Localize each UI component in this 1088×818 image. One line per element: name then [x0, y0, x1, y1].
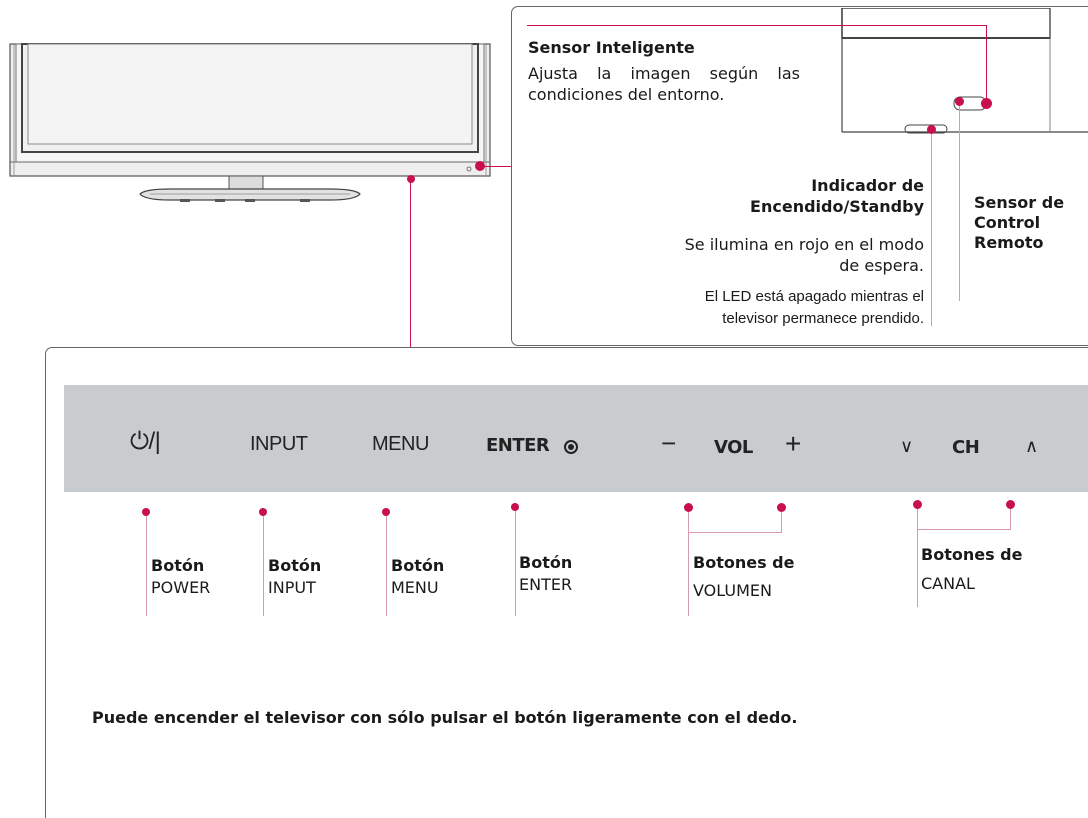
input-button-label-1: Botón: [268, 556, 322, 575]
tv-sensor-connector: [484, 166, 512, 167]
volume-buttons-label-1: Botones de: [693, 553, 795, 572]
channel-down-button[interactable]: ∨: [900, 436, 913, 456]
power-indicator-desc-3: El LED está apagado mientras el: [704, 288, 924, 305]
power-indicator-title-2: Encendido/Standby: [750, 197, 924, 216]
remote-sensor-dot: [955, 97, 964, 106]
tv-illustration: [9, 43, 491, 202]
remote-sensor-label-2: Control: [974, 213, 1041, 232]
channel-buttons-label-1: Botones de: [921, 545, 1023, 564]
channel-up-callout-line: [1010, 509, 1011, 529]
control-panel-strip: [64, 385, 1088, 492]
power-indicator-desc-4: televisor permanece prendido.: [722, 310, 924, 327]
volume-callout-line: [688, 512, 689, 616]
smart-sensor-dot: [981, 98, 992, 109]
bezel-closeup: [841, 8, 1088, 134]
channel-down-callout-dot: [913, 500, 922, 509]
remote-sensor-leader: [959, 106, 960, 301]
sensor-detail-box: [511, 6, 1088, 346]
power-indicator-dot: [927, 125, 936, 134]
volume-down-button[interactable]: −: [661, 428, 676, 458]
tv-sensor-dot: [475, 161, 485, 171]
tv-panel-connector: [410, 180, 411, 348]
power-callout-line: [146, 516, 147, 616]
channel-bracket: [917, 529, 1011, 530]
volume-buttons-label-2: VOLUMEN: [693, 581, 772, 600]
channel-up-button[interactable]: ∧: [1025, 436, 1038, 456]
menu-callout-line: [386, 516, 387, 616]
enter-button-text[interactable]: ENTER: [486, 435, 550, 456]
input-callout-dot: [259, 508, 267, 516]
input-callout-line: [263, 516, 264, 616]
power-button-label-1: Botón: [151, 556, 205, 575]
menu-button-label-2: MENU: [391, 578, 439, 597]
smart-sensor-leader-v: [986, 25, 987, 100]
volume-minus-callout-dot: [684, 503, 693, 512]
smart-sensor-title: Sensor Inteligente: [528, 38, 695, 57]
volume-bracket: [688, 532, 782, 533]
remote-sensor-label-3: Remoto: [974, 233, 1044, 252]
remote-sensor-label-1: Sensor de: [974, 193, 1065, 212]
power-indicator-desc-1: Se ilumina en rojo en el modo: [684, 235, 924, 254]
channel-buttons-label-2: CANAL: [921, 574, 975, 593]
input-button-label-2: INPUT: [268, 578, 316, 597]
channel-callout-line: [917, 509, 918, 607]
tv-panel-dot: [407, 175, 415, 183]
smart-sensor-leader-h: [527, 25, 987, 26]
channel-label: CH: [952, 437, 980, 458]
enter-button-label-1: Botón: [519, 553, 573, 572]
power-callout-dot: [142, 508, 150, 516]
enter-callout-dot: [511, 503, 519, 511]
power-indicator-title-1: Indicador de: [811, 176, 924, 195]
smart-sensor-desc: Ajusta la imagen según las condiciones d…: [528, 64, 800, 104]
channel-up-callout-dot: [1006, 500, 1015, 509]
input-button-text[interactable]: INPUT: [250, 433, 308, 455]
enter-callout-line: [515, 511, 516, 616]
menu-button-label-1: Botón: [391, 556, 445, 575]
volume-plus-callout-dot: [777, 503, 786, 512]
power-button-symbol[interactable]: ⏻/|: [130, 428, 161, 455]
power-button-label-2: POWER: [151, 578, 211, 597]
volume-plus-callout-line: [781, 512, 782, 532]
power-indicator-leader: [931, 134, 932, 326]
touch-note: Puede encender el televisor con sólo pul…: [92, 708, 798, 727]
volume-label: VOL: [714, 437, 753, 458]
power-indicator-desc-2: de espera.: [839, 256, 924, 275]
volume-up-button[interactable]: +: [785, 428, 801, 459]
enter-circle-icon: [564, 440, 578, 454]
menu-button-text[interactable]: MENU: [372, 433, 429, 455]
enter-button-label-2: ENTER: [519, 575, 573, 594]
menu-callout-dot: [382, 508, 390, 516]
